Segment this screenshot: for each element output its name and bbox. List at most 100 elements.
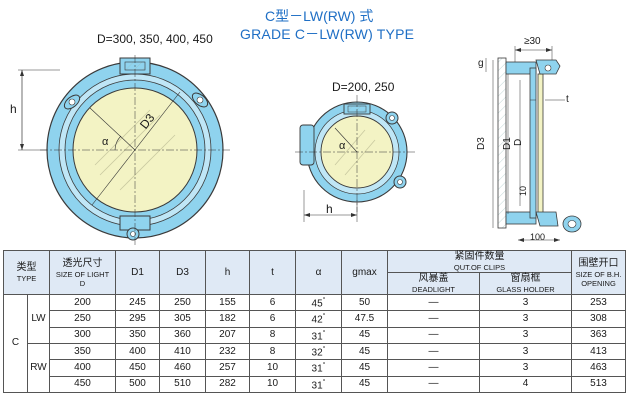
cell-d: 450 <box>49 375 116 393</box>
cell-t: 10 <box>249 375 296 393</box>
cell-h: 232 <box>205 342 250 361</box>
cell-glassholder: 3 <box>478 359 573 377</box>
cell-d: 400 <box>49 359 116 377</box>
cell-opening: 308 <box>571 310 627 328</box>
clip-bottom-left <box>126 227 140 241</box>
cell-opening: 253 <box>571 293 627 312</box>
hundred-label: 100 <box>530 232 546 242</box>
cell-d: 300 <box>49 326 116 344</box>
cell-h: 155 <box>205 293 250 312</box>
cell-t: 8 <box>249 342 296 361</box>
type-lw-cell: LW <box>27 294 50 344</box>
table-row: C LW 200 245 250 155 6 45° 50 — 3 253 <box>3 293 627 393</box>
cell-d3: 460 <box>159 359 206 377</box>
cell-d: 200 <box>49 293 116 312</box>
header-glassholder: 窗扇框 GLASS HOLDER <box>478 272 573 295</box>
cell-glassholder: 4 <box>478 375 573 393</box>
cell-d3: 410 <box>159 342 206 361</box>
cell-t: 6 <box>249 293 296 312</box>
cell-gmax: 45 <box>341 359 388 377</box>
large-sizes-label: D=300, 350, 400, 450 <box>97 32 213 46</box>
header-d1: D1 <box>115 250 160 295</box>
d-side-label: D <box>513 138 524 146</box>
h-dimension-label: h <box>10 102 17 116</box>
small-sizes-label: D=200, 250 <box>332 80 395 94</box>
header-alpha: α <box>295 250 342 295</box>
cell-glassholder: 3 <box>478 326 573 344</box>
cell-gmax: 45 <box>341 375 388 393</box>
cell-opening: 513 <box>571 375 627 393</box>
table-row: 250 295 305 182 6 42° 47.5 — 3 308 <box>4 310 627 328</box>
header-gmax: gmax <box>341 250 388 295</box>
cell-gmax: 47.5 <box>341 310 388 328</box>
clip-left <box>63 94 81 110</box>
type-main-cell: C <box>3 294 28 393</box>
header-h: h <box>205 250 250 295</box>
header-d3: D3 <box>159 250 206 295</box>
type-rw-cell: RW <box>27 342 50 393</box>
cell-d3: 360 <box>159 326 206 344</box>
technical-drawing <box>18 46 582 245</box>
cell-d3: 250 <box>159 293 206 312</box>
small-hinge <box>299 124 315 166</box>
g-label: g <box>478 58 484 69</box>
d3-side-label: D3 <box>476 137 487 150</box>
title-english: GRADE C－LW(RW) TYPE <box>240 26 415 42</box>
cell-h: 282 <box>205 375 250 393</box>
table-row: RW 350 400 410 232 8 32° 45 — 3 413 <box>4 342 627 393</box>
header-light: 透光尺寸 SIZE OF LIGHT D <box>49 250 116 295</box>
cell-deadlight: — <box>387 293 480 312</box>
cell-deadlight: — <box>387 342 480 361</box>
cell-d1: 500 <box>115 375 160 393</box>
cell-alpha: 31° <box>295 375 342 393</box>
table-row: 300 350 360 207 8 31° 45 — 3 363 <box>4 326 627 344</box>
cell-alpha: 32° <box>295 342 342 361</box>
small-clip-bottom <box>393 175 407 189</box>
header-deadlight: 风暴盖 DEADLIGHT <box>387 272 480 295</box>
h-small-label: h <box>326 202 333 216</box>
cell-d3: 510 <box>159 375 206 393</box>
d1-side-label: D1 <box>502 137 513 150</box>
cell-d3: 305 <box>159 310 206 328</box>
gmax-min-label: ≥30 <box>524 36 541 47</box>
cell-glassholder: 3 <box>478 293 573 312</box>
title-chinese: C型－LW(RW) 式 <box>265 8 374 24</box>
header-type: 类型 TYPE <box>3 250 50 295</box>
cell-d1: 350 <box>115 326 160 344</box>
cell-alpha: 42° <box>295 310 342 328</box>
cell-d1: 450 <box>115 359 160 377</box>
cell-alpha: 45° <box>295 293 342 312</box>
cell-d1: 295 <box>115 310 160 328</box>
cell-gmax: 45 <box>341 342 388 361</box>
cell-deadlight: — <box>387 359 480 377</box>
spec-table: 类型 TYPE 透光尺寸 SIZE OF LIGHT D D1 D3 h t α… <box>3 250 627 393</box>
cell-glassholder: 3 <box>478 342 573 361</box>
cell-alpha: 31° <box>295 359 342 377</box>
cell-t: 10 <box>249 359 296 377</box>
spec-table-body: C LW 200 245 250 155 6 45° 50 — 3 253 25… <box>3 293 627 393</box>
cell-glassholder: 3 <box>478 310 573 328</box>
side-section-view <box>485 46 582 242</box>
header-opening: 围壁开口 SIZE OF B.H. OPENING <box>571 250 627 295</box>
cell-d: 250 <box>49 310 116 328</box>
cell-d1: 245 <box>115 293 160 312</box>
cell-h: 182 <box>205 310 250 328</box>
cell-opening: 363 <box>571 326 627 344</box>
cell-deadlight: — <box>387 375 480 393</box>
cell-d1: 400 <box>115 342 160 361</box>
cell-opening: 463 <box>571 359 627 377</box>
cell-alpha: 31° <box>295 326 342 344</box>
header-t: t <box>249 250 296 295</box>
small-clip-top <box>385 111 399 125</box>
alpha-label: α <box>102 136 109 148</box>
small-porthole-view <box>295 95 415 222</box>
cell-deadlight: — <box>387 326 480 344</box>
cell-d: 350 <box>49 342 116 361</box>
cell-t: 6 <box>249 310 296 328</box>
cell-gmax: 50 <box>341 293 388 312</box>
cell-gmax: 45 <box>341 326 388 344</box>
header-clips: 紧固件数量 QUT.OF CLIPS <box>386 250 573 273</box>
clip-right <box>191 92 209 108</box>
cell-t: 8 <box>249 326 296 344</box>
table-row: 450 500 510 282 10 31° 45 — 4 513 <box>4 375 627 393</box>
